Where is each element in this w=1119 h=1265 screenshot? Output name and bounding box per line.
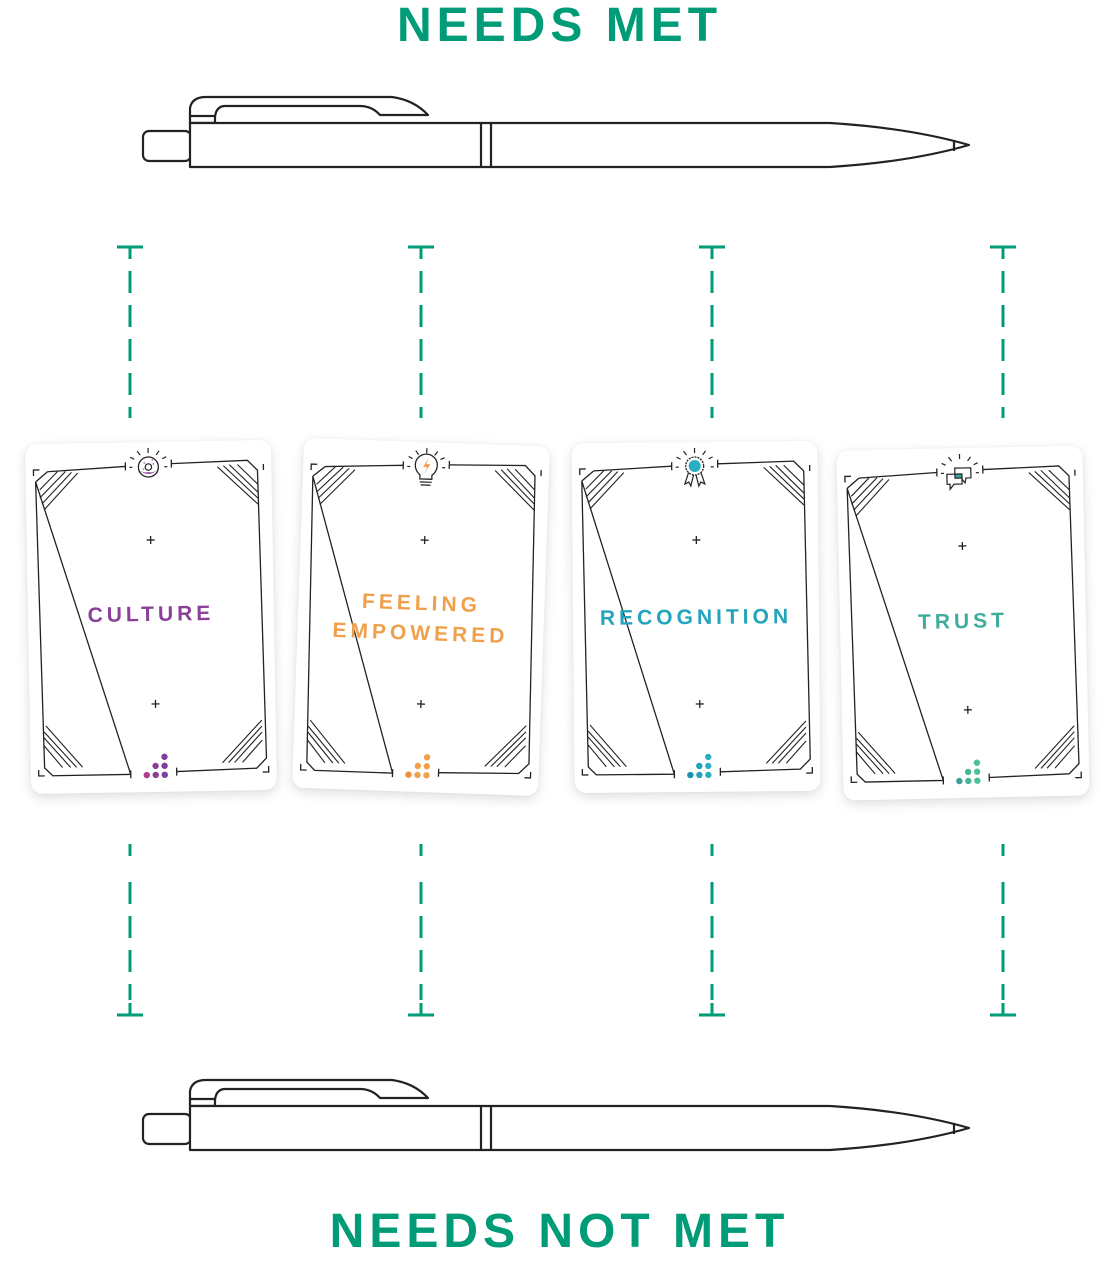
- needs-not-met-heading: NEEDS NOT MET: [329, 1205, 790, 1258]
- guide-line-culture-top: [117, 245, 143, 418]
- guide-line-recognition-bottom: [699, 844, 725, 1017]
- card-recognition[interactable]: RECOGNITION: [571, 440, 821, 794]
- guide-line-empowered-bottom: [408, 844, 434, 1017]
- card-label: TRUST: [917, 609, 1009, 634]
- card-label: RECOGNITION: [599, 605, 793, 630]
- guide-line-recognition-top: [699, 245, 725, 418]
- pen-icon: [141, 1078, 971, 1152]
- card-frame: [843, 450, 1082, 788]
- card-label: CULTURE: [87, 601, 215, 628]
- card-trust[interactable]: TRUST: [836, 445, 1090, 801]
- donut-icon: [137, 456, 160, 478]
- card-feeling-empowered[interactable]: FEELING EMPOWERED: [291, 437, 551, 797]
- guide-line-trust-top: [990, 245, 1016, 418]
- card-frame: [299, 443, 543, 783]
- card-frame: [578, 446, 814, 780]
- lightbulb-icon: [414, 453, 438, 486]
- card-culture[interactable]: CULTURE: [24, 439, 278, 795]
- needs-met-heading: NEEDS MET: [396, 0, 723, 52]
- guide-line-culture-bottom: [117, 844, 143, 1017]
- level-dots-icon: [143, 753, 168, 779]
- speech-bubbles-icon: [946, 467, 972, 491]
- level-dots-icon: [687, 753, 712, 779]
- level-dots-icon: [405, 754, 431, 779]
- pen-icon: [141, 95, 971, 169]
- level-dots-icon: [956, 759, 981, 785]
- card-frame: [32, 445, 270, 781]
- guide-line-empowered-top: [408, 245, 434, 418]
- guide-line-trust-bottom: [990, 844, 1016, 1017]
- award-ribbon-icon: [683, 456, 706, 488]
